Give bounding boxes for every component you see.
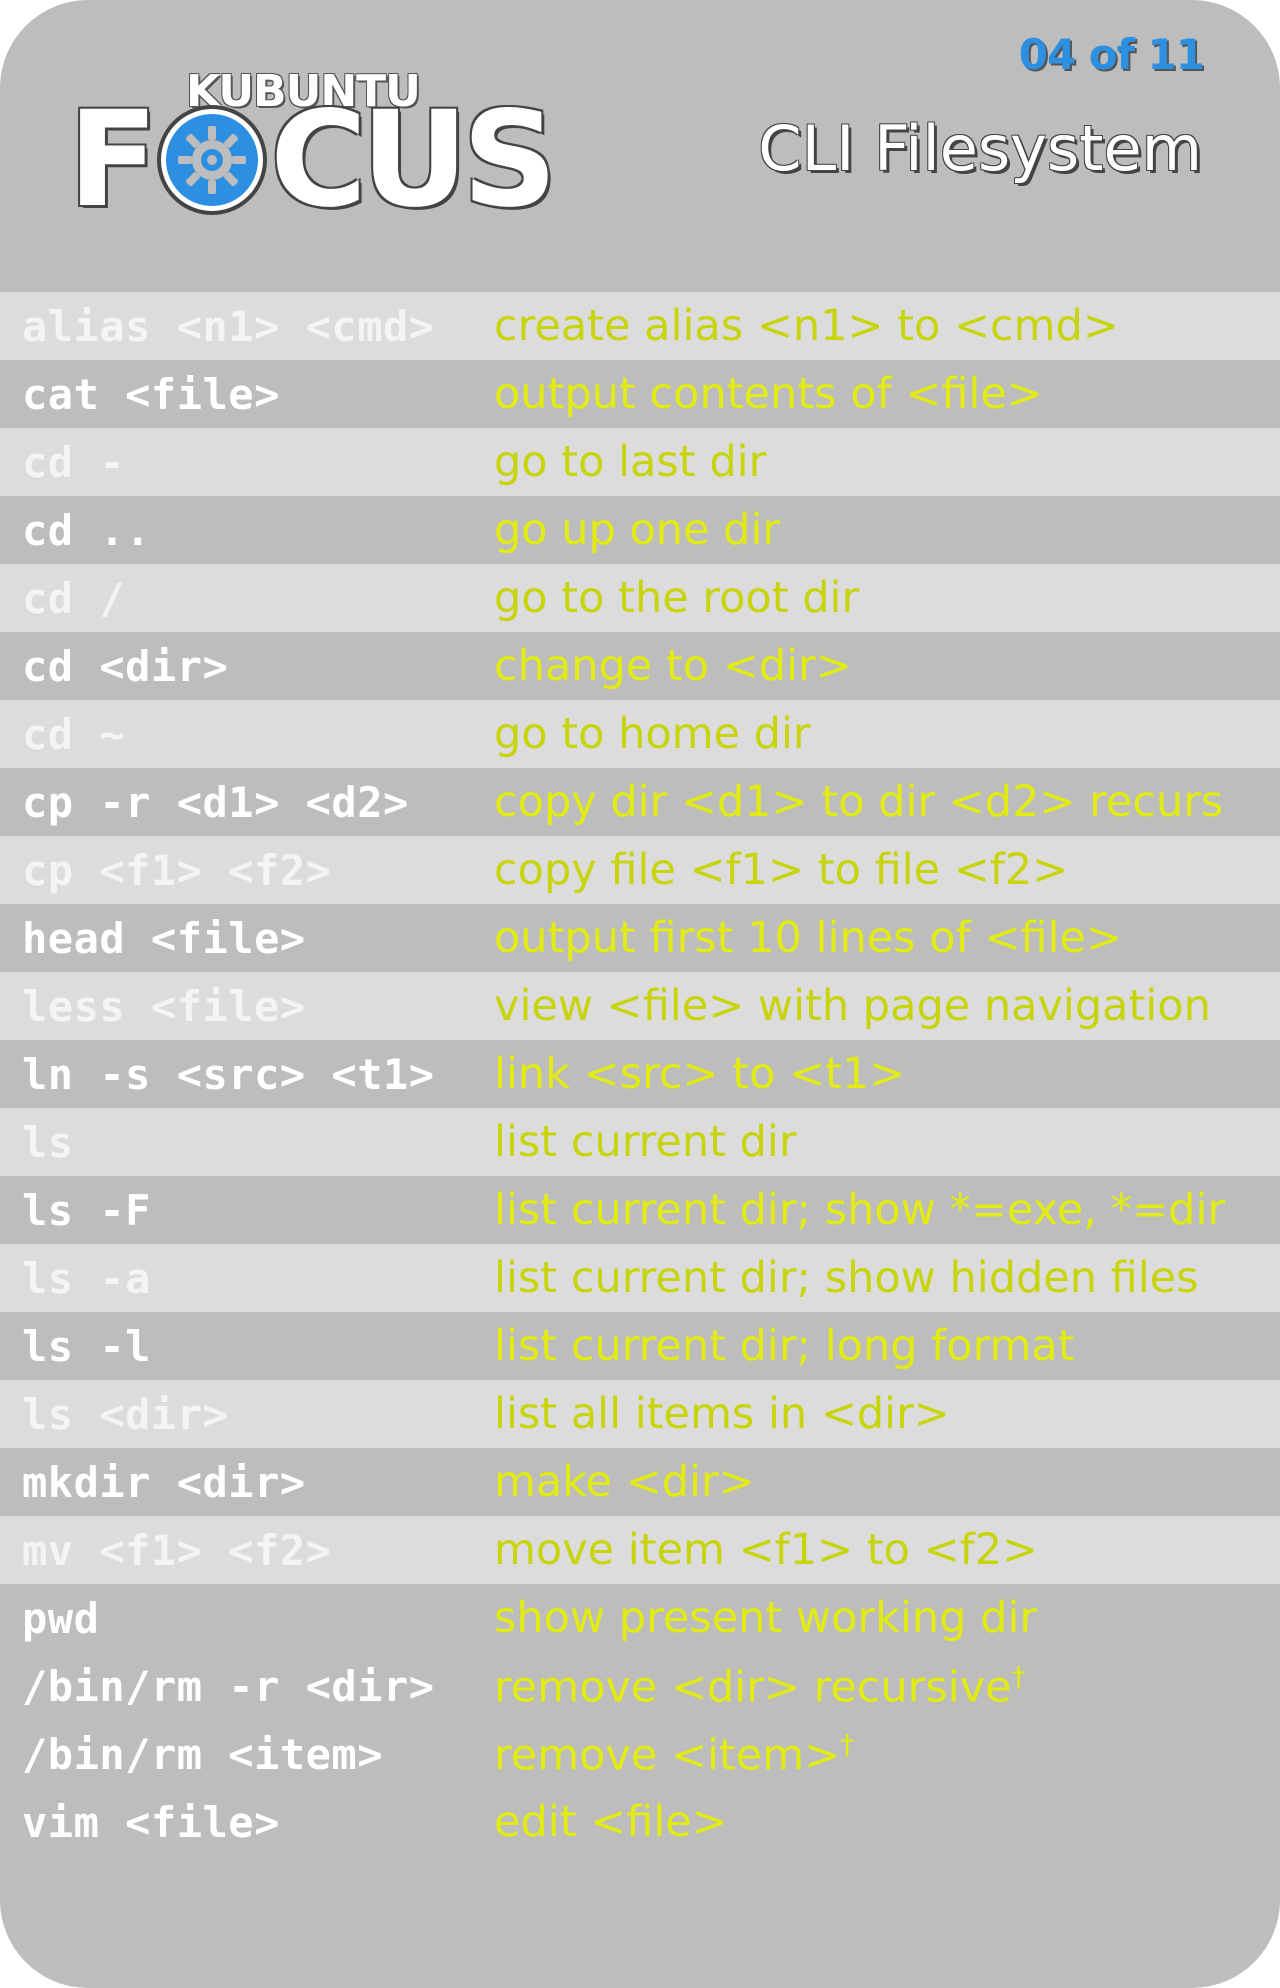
- command-text: ls -l: [22, 1321, 151, 1371]
- command-row: less <file> view <file> with page navigat…: [0, 972, 1280, 1040]
- kubuntu-focus-logo: KUBUNTU F CUS: [68, 62, 557, 237]
- command-row: ls -l list current dir; long format: [0, 1312, 1280, 1380]
- kde-gear-icon: [157, 105, 268, 215]
- command-text: alias <n1> <cmd>: [22, 301, 435, 351]
- command-text: ls <dir>: [22, 1389, 229, 1439]
- command-row: cp -r <d1> <d2> copy dir <d1> to dir <d2>…: [0, 768, 1280, 836]
- command-description: list current dir; long format: [494, 1321, 1075, 1371]
- command-row: cd - go to last dir: [0, 428, 1280, 496]
- dagger-footnote-mark: †: [840, 1727, 855, 1761]
- command-description: edit <file>: [494, 1797, 728, 1847]
- command-row: pwd show present working dir: [0, 1584, 1280, 1652]
- command-description: go to last dir: [494, 437, 767, 487]
- command-text: ls -a: [22, 1253, 151, 1303]
- command-row: ln -s <src> <t1> link <src> to <t1>: [0, 1040, 1280, 1108]
- command-row: ls -F list current dir; show *=exe, *=dir: [0, 1176, 1280, 1244]
- command-row: alias <n1> <cmd> create alias <n1> to <cm…: [0, 292, 1280, 360]
- command-description: change to <dir>: [494, 641, 852, 691]
- command-row: ls -a list current dir; show hidden files: [0, 1244, 1280, 1312]
- command-text: cd -: [22, 437, 126, 487]
- command-row: cd .. go up one dir: [0, 496, 1280, 564]
- command-description: list current dir: [494, 1117, 797, 1167]
- page-title: CLI Filesystem: [758, 112, 1202, 185]
- dagger-footnote-mark: †: [1011, 1659, 1026, 1693]
- command-description: list current dir; show *=exe, *=dir: [494, 1185, 1226, 1235]
- command-text: head <file>: [22, 913, 306, 963]
- command-row: ls list current dir: [0, 1108, 1280, 1176]
- command-table: alias <n1> <cmd> create alias <n1> to <cm…: [0, 292, 1280, 1856]
- command-description: remove <dir> recursive†: [474, 1660, 1026, 1712]
- command-text: pwd: [22, 1593, 100, 1643]
- logo-letter-f: F: [68, 83, 158, 237]
- command-description: make <dir>: [494, 1457, 755, 1507]
- command-text: ls -F: [22, 1185, 151, 1235]
- command-text: ls: [22, 1117, 74, 1167]
- command-row: cd ~ go to home dir: [0, 700, 1280, 768]
- command-description: list all items in <dir>: [494, 1389, 950, 1439]
- command-row: /bin/rm <item> remove <item>†: [0, 1720, 1280, 1788]
- command-row: vim <file> edit <file>: [0, 1788, 1280, 1856]
- command-row: ls <dir> list all items in <dir>: [0, 1380, 1280, 1448]
- command-row: cp <f1> <f2> copy file <f1> to file <f2>: [0, 836, 1280, 904]
- command-text: less <file>: [22, 981, 306, 1031]
- command-description: copy dir <d1> to dir <d2> recurs: [494, 777, 1224, 827]
- command-text: vim <file>: [22, 1797, 280, 1847]
- command-description: move item <f1> to <f2>: [494, 1525, 1039, 1575]
- command-row: mkdir <dir> make <dir>: [0, 1448, 1280, 1516]
- command-description: view <file> with page navigation: [494, 981, 1211, 1031]
- command-row: mv <f1> <f2> move item <f1> to <f2>: [0, 1516, 1280, 1584]
- command-row: cat <file> output contents of <file>: [0, 360, 1280, 428]
- description-text: remove <dir> recursive: [494, 1662, 1012, 1713]
- command-text: cd <dir>: [22, 641, 229, 691]
- logo-main-word: F CUS: [68, 83, 557, 237]
- command-row: /bin/rm -r <dir> remove <dir> recursive†: [0, 1652, 1280, 1720]
- command-description: create alias <n1> to <cmd>: [494, 301, 1119, 351]
- command-text: cd ~: [22, 709, 126, 759]
- command-description: show present working dir: [494, 1593, 1038, 1643]
- command-text: cp <f1> <f2>: [22, 845, 332, 895]
- command-text: /bin/rm -r <dir>: [22, 1661, 435, 1711]
- description-text: remove <item>: [494, 1730, 841, 1781]
- command-text: cat <file>: [22, 369, 280, 419]
- command-description: go up one dir: [494, 505, 781, 555]
- page-counter: 04 of 11: [1018, 30, 1205, 79]
- command-row: head <file> output first 10 lines of <fil…: [0, 904, 1280, 972]
- command-description: go to the root dir: [494, 573, 860, 623]
- command-description: remove <item>†: [474, 1728, 854, 1780]
- command-description: go to home dir: [494, 709, 811, 759]
- command-row: cd / go to the root dir: [0, 564, 1280, 632]
- command-text: mkdir <dir>: [22, 1457, 306, 1507]
- command-text: /bin/rm <item>: [22, 1729, 384, 1779]
- command-description: link <src> to <t1>: [494, 1049, 906, 1099]
- command-text: ln -s <src> <t1>: [22, 1049, 435, 1099]
- command-text: cp -r <d1> <d2>: [22, 777, 409, 827]
- command-text: cd ..: [22, 505, 151, 555]
- command-text: cd /: [22, 573, 126, 623]
- command-description: output contents of <file>: [494, 369, 1043, 419]
- command-text: mv <f1> <f2>: [22, 1525, 332, 1575]
- logo-letters-cus: CUS: [270, 83, 557, 237]
- command-description: list current dir; show hidden files: [494, 1253, 1199, 1303]
- command-description: output first 10 lines of <file>: [494, 913, 1122, 963]
- command-description: copy file <f1> to file <f2>: [494, 845, 1069, 895]
- command-row: cd <dir> change to <dir>: [0, 632, 1280, 700]
